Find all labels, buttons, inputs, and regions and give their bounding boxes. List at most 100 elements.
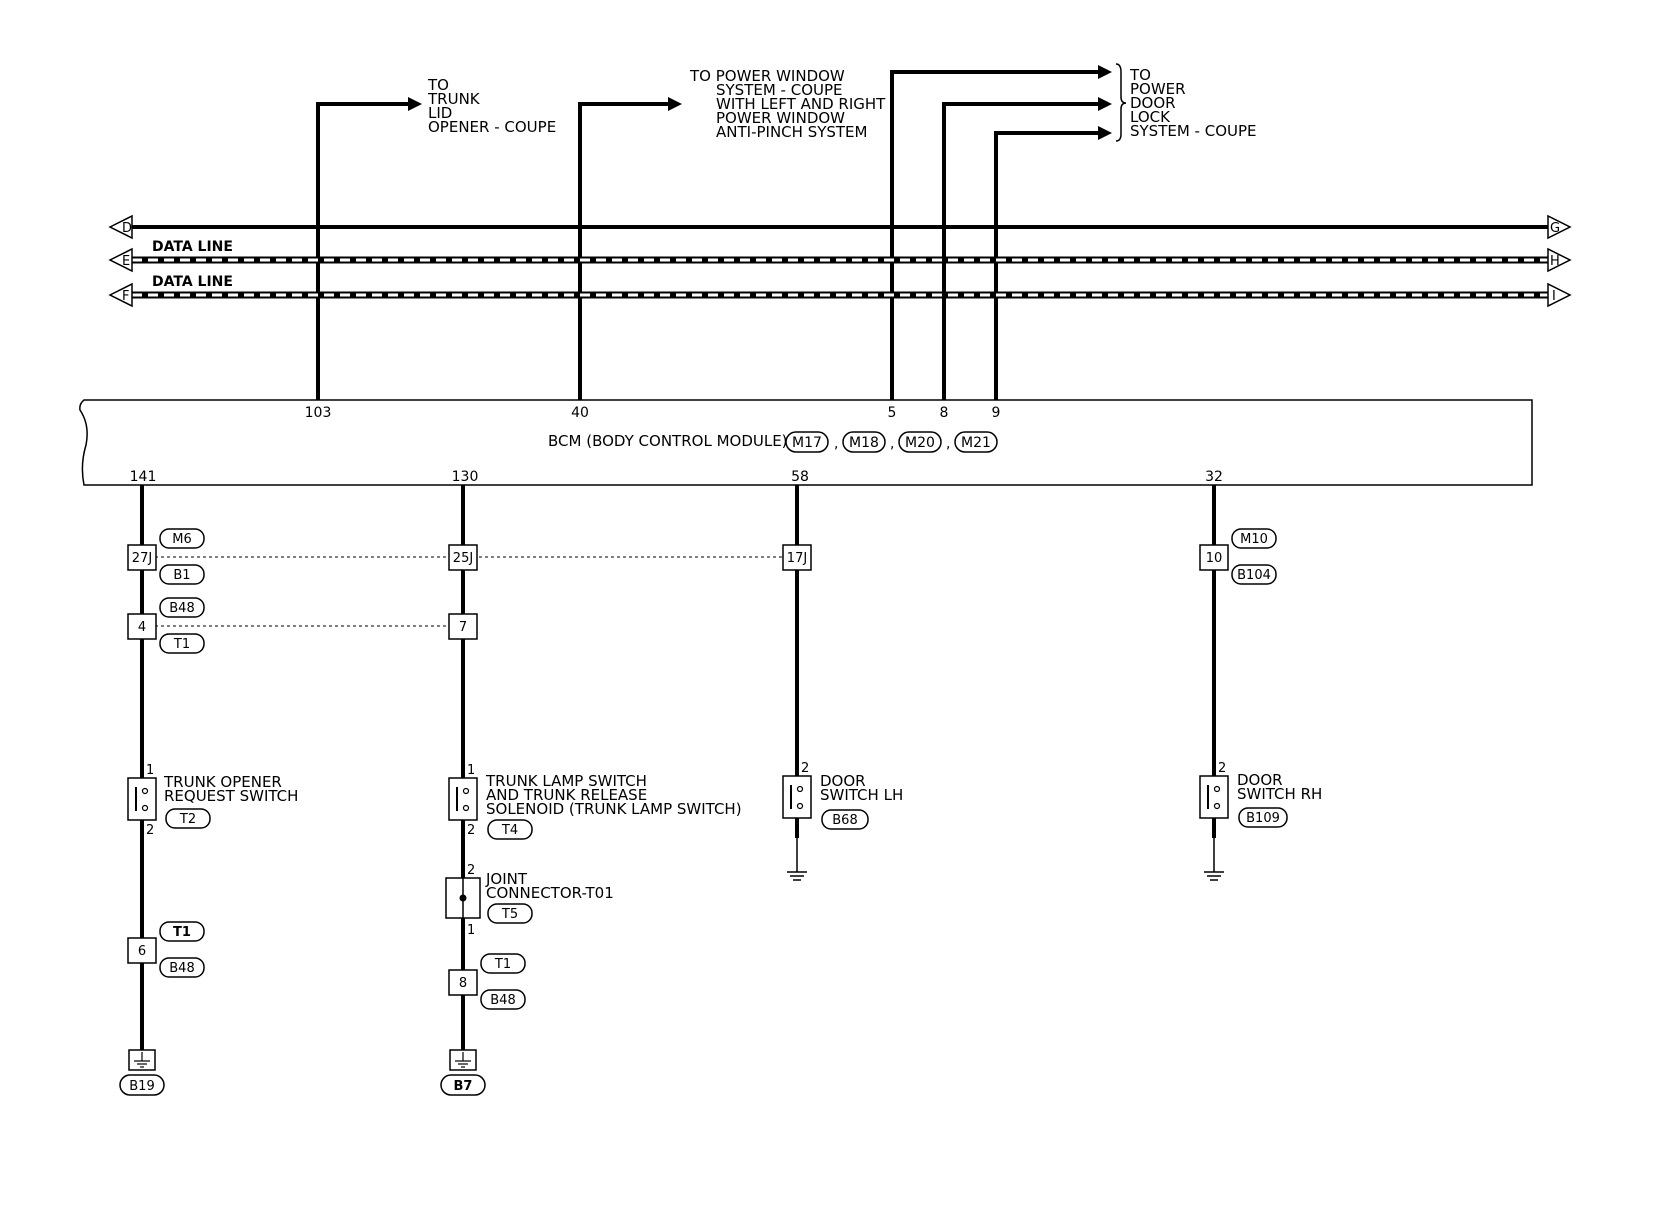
wire-to-doorlock-8 — [942, 102, 1098, 400]
junction-8-t1-box — [480, 953, 526, 974]
junction-7-label: 7 — [459, 620, 467, 635]
dest-trunk-line2: TRUNK — [427, 90, 481, 108]
junction-8-label: 8 — [459, 976, 467, 991]
arrow-doorlock-8 — [1098, 97, 1112, 111]
bcm-pin-40: 40 — [571, 405, 589, 421]
junction-7 — [448, 613, 478, 640]
bcm-conn-m18-box — [842, 431, 886, 453]
junction-b48: B48 — [169, 601, 194, 616]
bcm-conn-m21-box — [954, 431, 998, 453]
dest-trunk-line3: LID — [428, 104, 452, 122]
junction-m6: M6 — [172, 532, 192, 547]
junction-27j — [127, 544, 157, 571]
bcm-pin-8: 8 — [940, 405, 949, 421]
junction-8 — [448, 969, 478, 996]
junction-6 — [127, 937, 157, 964]
switch-door-rh-contact-bottom — [1213, 802, 1221, 810]
trunk-lamp-label-3: SOLENOID (TRUNK LAMP SWITCH) — [486, 800, 742, 818]
switch-trunk-lamp-contact-bottom — [462, 804, 470, 812]
junction-b48-box — [159, 597, 205, 618]
junction-m10-box — [1231, 528, 1277, 549]
junction-6-b48-box — [159, 957, 205, 978]
dest-window-line4: POWER WINDOW — [716, 109, 845, 127]
terminal-d-label: D — [122, 221, 132, 236]
joint-label-1: JOINT — [485, 870, 528, 888]
trunk-lamp-pin-bottom: 2 — [467, 823, 475, 838]
junction-6-b48: B48 — [169, 961, 194, 976]
joint-pin-top: 2 — [467, 863, 475, 878]
switch-trunk-opener-contact-bottom — [141, 804, 149, 812]
door-rh-pin-top: 2 — [1218, 761, 1226, 776]
bcm-sep-2: , — [890, 436, 894, 452]
terminal-h — [1547, 247, 1572, 273]
terminal-g — [1547, 214, 1572, 240]
bcm-conn-m20: M20 — [905, 435, 935, 451]
wire-to-trunk — [316, 102, 408, 400]
junction-6-t1-box — [159, 921, 205, 942]
trunk-lamp-label-1: TRUNK LAMP SWITCH — [485, 772, 647, 790]
switch-door-rh — [1199, 775, 1229, 819]
junction-b1: B1 — [173, 568, 190, 583]
arrow-doorlock-9 — [1098, 126, 1112, 140]
switch-trunk-opener — [127, 777, 157, 821]
junction-m6-box — [159, 528, 205, 549]
bcm-pin-58: 58 — [791, 469, 809, 485]
trunk-opener-label-2: REQUEST SWITCH — [164, 787, 298, 805]
door-rh-label-1: DOOR — [1237, 771, 1283, 789]
trunk-lamp-label-2: AND TRUNK RELEASE — [486, 786, 647, 804]
bcm-conn-m21: M21 — [961, 435, 991, 451]
switch-door-lh — [782, 775, 812, 819]
wire-to-doorlock-9 — [994, 131, 1098, 400]
terminal-f-label: F — [122, 289, 129, 304]
trunk-opener-label-1: TRUNK OPENER — [163, 773, 282, 791]
door-lh-conn-box — [821, 809, 869, 830]
switch-door-lh-contact-bottom — [796, 802, 804, 810]
dest-doorlock-line2: POWER — [1130, 80, 1186, 98]
door-rh-conn: B109 — [1246, 811, 1280, 826]
junction-b104-box — [1231, 564, 1277, 585]
dest-trunk-line1: TO — [427, 76, 449, 94]
door-rh-label-2: SWITCH RH — [1237, 785, 1322, 803]
junction-8-b48: B48 — [490, 993, 515, 1008]
joint-label-2: CONNECTOR-T01 — [486, 884, 614, 902]
bcm-conn-m17: M17 — [792, 435, 822, 451]
junction-25j-label: 25J — [453, 551, 473, 566]
trunk-opener-pin-bottom: 2 — [146, 823, 154, 838]
junction-27j-label: 27J — [132, 551, 152, 566]
dest-window-line1: TO POWER WINDOW — [689, 67, 845, 85]
junction-6-label: 6 — [138, 944, 146, 959]
bcm-conn-m18: M18 — [849, 435, 879, 451]
junction-17j — [782, 544, 812, 571]
junction-8-b48-box — [480, 989, 526, 1010]
data-line-label-1: DATA LINE — [152, 239, 233, 255]
junction-6-t1: T1 — [173, 925, 191, 940]
data-line-label-2: DATA LINE — [152, 274, 233, 290]
junction-17j-label: 17J — [787, 551, 807, 566]
dest-window-line3: WITH LEFT AND RIGHT — [716, 95, 886, 113]
switch-trunk-lamp-contact-top — [462, 787, 470, 795]
joint-conn-box — [487, 903, 533, 924]
terminal-f — [108, 282, 133, 308]
bcm-pin-5: 5 — [888, 405, 897, 421]
bcm-title: BCM (BODY CONTROL MODULE) — [548, 432, 788, 450]
doorlock-brace — [1115, 63, 1127, 142]
junction-10-label: 10 — [1206, 551, 1223, 566]
terminal-i — [1547, 282, 1572, 308]
terminal-h-label: H — [1550, 254, 1560, 269]
ground-b7-conn: B7 — [454, 1079, 473, 1094]
door-lh-conn: B68 — [832, 813, 857, 828]
dest-doorlock-line5: SYSTEM - COUPE — [1130, 122, 1257, 140]
terminal-d — [108, 214, 133, 240]
junction-b104: B104 — [1237, 568, 1271, 583]
dest-doorlock-line4: LOCK — [1130, 108, 1171, 126]
terminal-e — [108, 247, 133, 273]
arrow-to-window — [668, 97, 682, 111]
ground-b7-conn-box — [440, 1074, 486, 1096]
joint-connector-node — [459, 894, 467, 902]
trunk-opener-pin-top: 1 — [146, 763, 154, 778]
switch-trunk-lamp — [448, 777, 478, 821]
door-lh-pin-top: 2 — [801, 761, 809, 776]
terminal-g-label: G — [1550, 221, 1560, 236]
junction-b1-box — [159, 564, 205, 585]
trunk-lamp-conn-box — [487, 819, 533, 840]
